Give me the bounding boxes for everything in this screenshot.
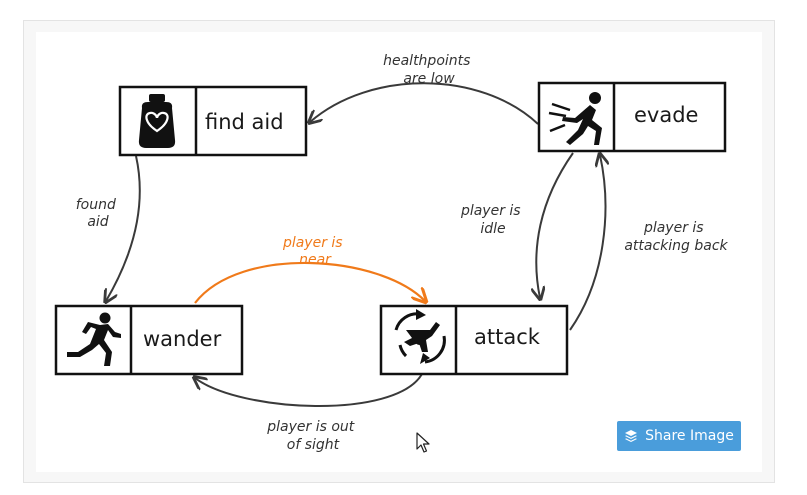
state-label-wander: wander bbox=[143, 327, 222, 351]
layers-icon bbox=[625, 430, 638, 442]
edge-label-find-aid-to-wander: found aid bbox=[76, 197, 121, 230]
state-find-aid: find aid bbox=[118, 85, 308, 157]
state-wander: wander bbox=[54, 304, 244, 376]
share-image-button[interactable]: Share Image bbox=[617, 421, 741, 451]
dash-figure-icon bbox=[548, 92, 602, 145]
spin-attack-icon bbox=[394, 309, 446, 364]
edge-label-evade-to-find-aid: healthpoints are low bbox=[383, 53, 475, 87]
edge-evade-to-attack bbox=[536, 152, 574, 298]
state-label-attack: attack bbox=[474, 325, 541, 349]
state-evade: evade bbox=[537, 81, 727, 153]
edge-label-wander-to-attack: player is near bbox=[282, 235, 347, 268]
running-man-icon bbox=[67, 312, 121, 366]
share-image-label: Share Image bbox=[645, 428, 734, 444]
state-label-evade: evade bbox=[634, 103, 698, 127]
state-label-find-aid: find aid bbox=[205, 110, 284, 134]
edge-attack-to-wander bbox=[195, 373, 423, 407]
edge-label-evade-to-attack: player is idle bbox=[460, 203, 525, 237]
health-potion-icon bbox=[138, 94, 176, 148]
mouse-cursor-icon bbox=[416, 432, 430, 453]
state-attack: attack bbox=[379, 304, 569, 376]
edge-evade-to-find-aid bbox=[310, 82, 539, 124]
edge-wander-to-attack bbox=[194, 261, 425, 303]
edge-label-attack-to-evade: player is attacking back bbox=[624, 220, 728, 254]
edge-attack-to-evade bbox=[569, 155, 605, 331]
edge-find-aid-to-wander bbox=[106, 155, 141, 301]
edge-label-attack-to-wander: player is out of sight bbox=[266, 419, 358, 453]
